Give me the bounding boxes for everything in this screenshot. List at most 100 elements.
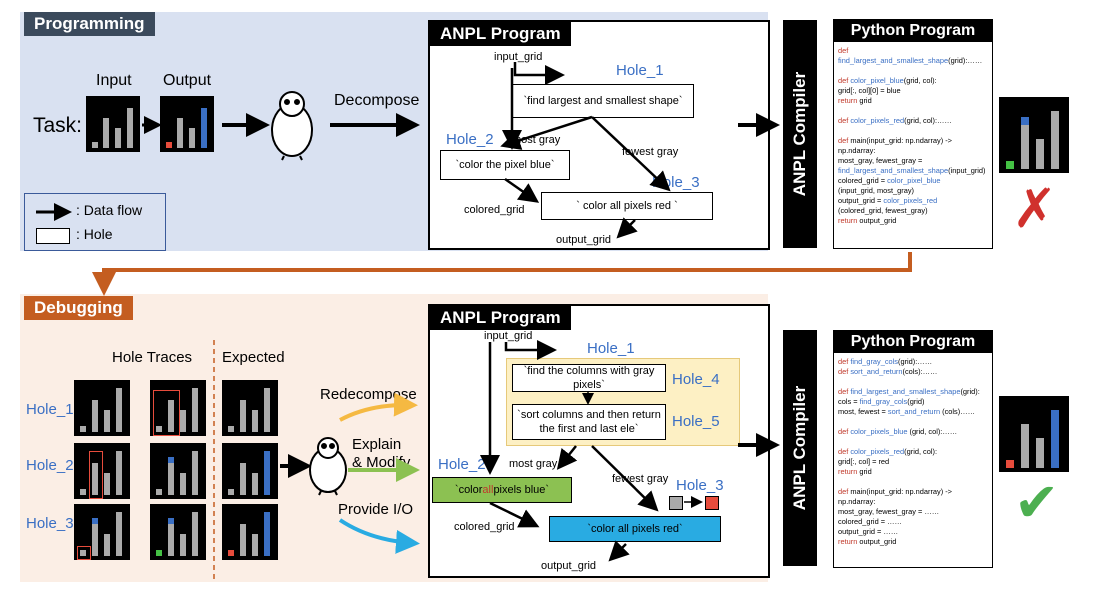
hole2-box-top: `color the pixel blue` bbox=[440, 150, 570, 180]
code-line: def color_pixels_blue (grid, col):…… bbox=[838, 427, 958, 436]
code-line: return grid bbox=[838, 467, 872, 476]
code-line: def main(input_grid: np.ndarray) -> bbox=[838, 136, 952, 145]
row-hole1-label: Hole_1 bbox=[26, 401, 74, 418]
provide-io-label: Provide I/O bbox=[338, 501, 414, 518]
input-grid-image bbox=[86, 96, 140, 152]
row-hole3-label: Hole_3 bbox=[26, 515, 74, 532]
code-line: def color_pixels_red(grid, col):…… bbox=[838, 116, 952, 125]
output-grid-top: output_grid bbox=[556, 234, 612, 246]
most-gray-bottom: most gray bbox=[509, 458, 558, 470]
code-line: def find_largest_and_smallest_shape(grid… bbox=[838, 387, 980, 396]
code-line: (input_grid, most_gray) bbox=[838, 186, 914, 195]
expected-label: Expected bbox=[222, 349, 285, 366]
code-line: return output_grid bbox=[838, 216, 897, 225]
result-grid-top bbox=[999, 97, 1069, 173]
anpl-compiler-top: ANPL Compiler bbox=[783, 20, 817, 248]
most-gray-top: most gray bbox=[512, 134, 561, 146]
code-line: np.ndarray: bbox=[838, 497, 876, 506]
colored-grid-bottom: colored_grid bbox=[454, 521, 515, 533]
hole4-label: Hole_4 bbox=[672, 371, 720, 388]
code-line: cols = find_gray_cols(grid) bbox=[838, 397, 925, 406]
code-line: find_largest_and_smallest_shape(input_gr… bbox=[838, 166, 986, 175]
hole1-label-bottom: Hole_1 bbox=[587, 340, 635, 357]
code-line: output_grid = …… bbox=[838, 527, 899, 536]
code-line: most_gray, fewest_gray = bbox=[838, 156, 923, 165]
code-line: (colored_grid, fewest_gray) bbox=[838, 206, 928, 215]
red-cell-icon bbox=[705, 496, 719, 510]
redecompose-label: Redecompose bbox=[320, 386, 417, 403]
code-line: def color_pixels_red(grid, col): bbox=[838, 447, 938, 456]
code-line: output_grid = color_pixels_red bbox=[838, 196, 938, 205]
gray-cell-icon bbox=[669, 496, 683, 510]
modify-label: & Modify bbox=[352, 454, 411, 471]
code-line: np.ndarray: bbox=[838, 146, 876, 155]
code-line: return output_grid bbox=[838, 537, 897, 546]
code-line: def main(input_grid: np.ndarray) -> bbox=[838, 487, 952, 496]
code-line: colored_grid = …… bbox=[838, 517, 902, 526]
hole2-label-bottom: Hole_2 bbox=[438, 456, 486, 473]
code-line: def color_pixel_blue(grid, col): bbox=[838, 76, 937, 85]
anpl-title-top: ANPL Program bbox=[430, 22, 571, 46]
fail-cross-icon: ✗ bbox=[1012, 179, 1058, 239]
trace-grid-3b bbox=[150, 504, 206, 560]
fewest-gray-bottom: fewest gray bbox=[612, 473, 669, 485]
code-line: def find_gray_cols(grid):…… bbox=[838, 357, 933, 366]
legend-hole: : Hole bbox=[76, 226, 113, 242]
code-line: grid[:, col][0] = blue bbox=[838, 86, 901, 95]
code-line: def bbox=[838, 46, 849, 55]
input-label: Input bbox=[96, 72, 132, 89]
legend-dataflow: : Data flow bbox=[76, 202, 143, 218]
person-icon-bottom bbox=[309, 437, 347, 496]
legend-hole-swatch bbox=[36, 228, 70, 244]
anpl-title-bottom: ANPL Program bbox=[430, 306, 571, 330]
hole3-box-bottom: `color all pixels red` bbox=[549, 516, 721, 542]
decompose-label: Decompose bbox=[334, 92, 420, 109]
code-line: most, fewest = sort_and_return (cols)…… bbox=[838, 407, 975, 416]
success-check-icon: ✔ bbox=[1014, 473, 1060, 533]
expected-grid-1 bbox=[222, 380, 278, 436]
hole2-label-top: Hole_2 bbox=[446, 131, 494, 148]
trace-grid-1a bbox=[74, 380, 130, 436]
explain-label: Explain bbox=[352, 436, 402, 453]
hole3-label-bottom: Hole_3 bbox=[676, 477, 724, 494]
code-line: def sort_and_return(cols):…… bbox=[838, 367, 938, 376]
hole1-label-top: Hole_1 bbox=[616, 62, 664, 79]
code-line: return grid bbox=[838, 96, 872, 105]
expected-grid-2 bbox=[222, 443, 278, 499]
output-grid-image bbox=[160, 96, 214, 152]
code-line: most_gray, fewest_gray = …… bbox=[838, 507, 940, 516]
programming-tag: Programming bbox=[24, 12, 155, 36]
task-label: Task: bbox=[33, 114, 83, 137]
hole1-box-top: `find largest and smallest shape` bbox=[512, 84, 694, 118]
code-line: find_largest_and_smallest_shape(grid):…… bbox=[838, 56, 983, 65]
debugging-tag: Debugging bbox=[24, 296, 133, 320]
trace-grid-1b bbox=[150, 380, 206, 436]
input-grid-label-top: input_grid bbox=[494, 51, 543, 63]
hole4-box: `find the columns with gray pixels` bbox=[512, 364, 666, 392]
row-hole2-label: Hole_2 bbox=[26, 457, 74, 474]
trace-grid-2b bbox=[150, 443, 206, 499]
expected-grid-3 bbox=[222, 504, 278, 560]
result-grid-bottom bbox=[999, 396, 1069, 472]
fewest-gray-top: fewest gray bbox=[622, 146, 679, 158]
input-grid-label-bottom: input_grid bbox=[484, 330, 533, 342]
python-title-bottom: Python Program bbox=[834, 331, 992, 353]
output-grid-bottom: output_grid bbox=[541, 560, 597, 572]
python-program-bottom: Python Program def find_gray_cols(grid):… bbox=[833, 330, 993, 568]
trace-grid-2a bbox=[74, 443, 130, 499]
person-icon-top bbox=[271, 91, 313, 161]
code-line: colored_grid = color_pixel_blue bbox=[838, 176, 941, 185]
colored-grid-top: colored_grid bbox=[464, 204, 525, 216]
hole5-label: Hole_5 bbox=[672, 413, 720, 430]
hole2-box-bottom: `color all pixels blue` bbox=[432, 477, 572, 503]
code-line: grid[:, col] = red bbox=[838, 457, 890, 466]
code-block-bottom: def find_gray_cols(grid):……def sort_and_… bbox=[838, 357, 990, 547]
trace-grid-3a bbox=[74, 504, 130, 560]
anpl-compiler-bottom: ANPL Compiler bbox=[783, 330, 817, 566]
output-label: Output bbox=[163, 72, 212, 89]
python-title-top: Python Program bbox=[834, 20, 992, 42]
hole-traces-label: Hole Traces bbox=[112, 349, 193, 366]
